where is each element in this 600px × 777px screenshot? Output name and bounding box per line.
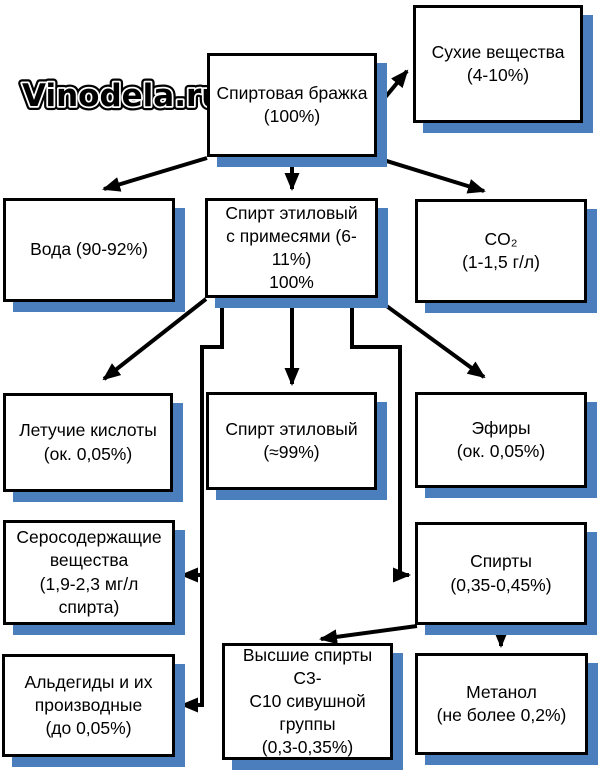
watermark-logo-outline: Vinodela.ru (22, 78, 223, 114)
node-spirit-with-impurities: Спирт этиловый с примесями (6-11%) 100% (205, 198, 378, 298)
node-aldehydes-label: Альдегиды и их производные (до 0,05%) (24, 671, 153, 739)
node-volatile-acids: Летучие кислоты (ок. 0,05%) (3, 393, 173, 492)
node-co2-label: CO₂ (1-1,5 г/л) (462, 228, 540, 272)
node-water-label: Вода (90-92%) (30, 239, 148, 260)
node-methanol-label: Метанол (не более 0,2%) (436, 681, 567, 725)
arrow-spiritmix-to-volatile-acids (102, 297, 208, 381)
arrow-spiritmix-to-aldehydes (180, 299, 224, 713)
node-co2: CO₂ (1-1,5 г/л) (415, 199, 587, 303)
node-ethers-label: Эфиры (ок. 0,05%) (456, 417, 546, 461)
node-spirit-with-impurities-label: Спирт этиловый с примесями (6-11%) 100% (225, 202, 358, 293)
node-aldehydes: Альдегиды и их производные (до 0,05%) (2, 654, 175, 757)
node-alcohols: Спирты (0,35-0,45%) (415, 522, 587, 625)
arrow-alcohols-to-fusel (319, 624, 418, 645)
node-volatile-acids-label: Летучие кислоты (ок. 0,05%) (19, 420, 157, 464)
node-ethanol-label: Спирт этиловый (≈99%) (225, 418, 358, 462)
node-mash: Спиртовая бражка (100%) (207, 53, 377, 157)
arrow-mash-to-water (102, 156, 208, 192)
node-alcohols-label: Спирты (0,35-0,45%) (450, 551, 552, 595)
node-mash-label: Спиртовая бражка (100%) (216, 82, 368, 126)
node-ethers: Эфиры (ок. 0,05%) (415, 392, 587, 488)
node-ethanol: Спирт этиловый (≈99%) (206, 392, 377, 490)
node-sulfur-substances: Серосодержащие вещества (1,9-2,3 мг/л сп… (3, 520, 175, 625)
arrow-mash-to-co2 (376, 156, 486, 194)
arrow-spiritmix-to-alcohols (350, 299, 411, 583)
node-dry-substances-label: Сухие вещества (4-10%) (431, 41, 565, 85)
arrow-mash-to-dry (376, 69, 409, 108)
node-sulfur-substances-label: Серосодержащие вещества (1,9-2,3 мг/л сп… (16, 527, 162, 617)
watermark-logo: Vinodela.ru (22, 78, 223, 114)
node-fusel-alcohols: Высшие спирты С3- С10 сивушной группы (0… (222, 643, 393, 760)
node-fusel-alcohols-label: Высшие спирты С3- С10 сивушной группы (0… (242, 644, 373, 758)
node-dry-substances: Сухие вещества (4-10%) (413, 5, 583, 123)
node-water: Вода (90-92%) (3, 198, 175, 302)
node-methanol: Метанол (не более 0,2%) (415, 653, 588, 755)
arrow-spiritmix-to-ethers (375, 297, 486, 379)
